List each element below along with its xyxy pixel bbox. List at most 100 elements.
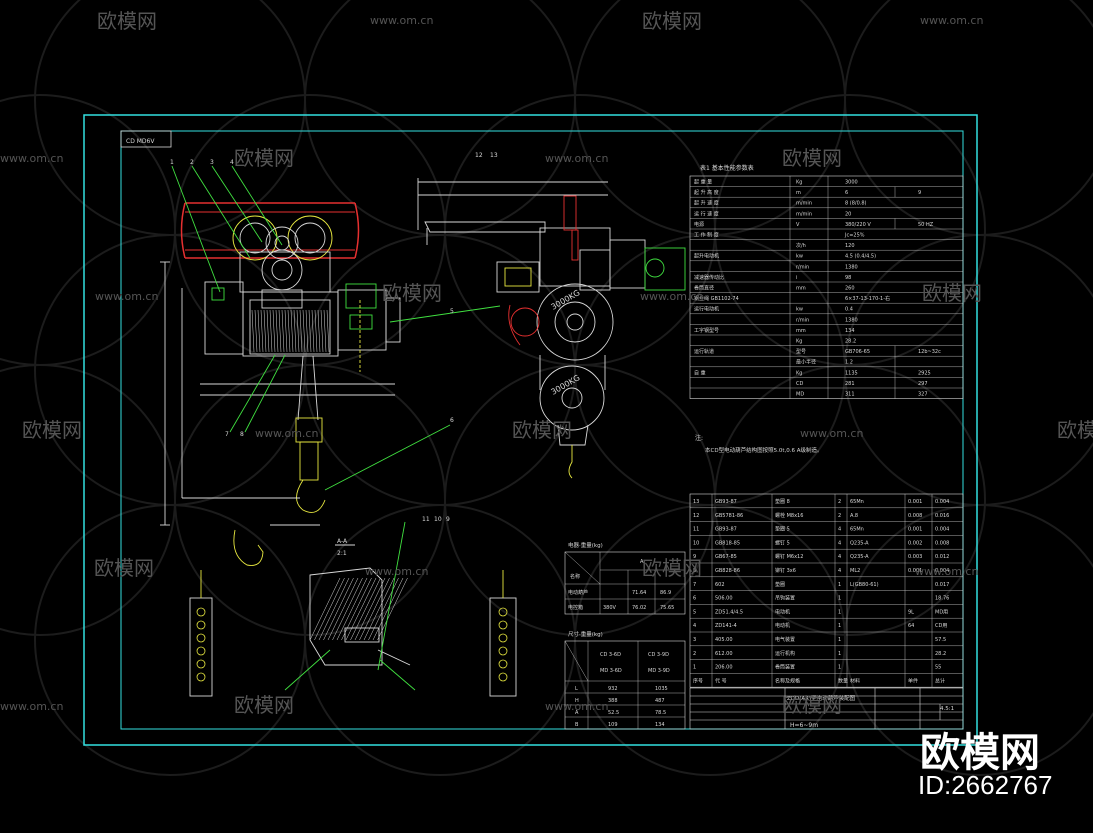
spec-row-value: 6×37-13-170-1-右 bbox=[845, 295, 890, 302]
parts-cell: GB93-87 bbox=[715, 499, 737, 505]
watermark-url: www.om.cn bbox=[915, 565, 978, 578]
parts-cell: 0.008 bbox=[935, 540, 949, 546]
parts-cell: 11 bbox=[693, 527, 699, 533]
spec-row-unit: Kg bbox=[796, 180, 802, 186]
parts-cell: A.8 bbox=[850, 513, 858, 519]
watermark-brand: 欧模网 bbox=[642, 556, 702, 580]
parts-cell: 206.00 bbox=[715, 665, 733, 671]
spec-row-unit: r/min bbox=[796, 264, 809, 270]
spec-row-unit: 最小半径 bbox=[796, 359, 816, 366]
spec-row-value: GB706-65 bbox=[845, 349, 870, 355]
part-number-label: 4 bbox=[230, 159, 234, 166]
watermark-texts: 欧模网欧模网欧模网欧模网欧模网欧模网欧模网欧模网欧模网欧模网欧模网欧模网欧模网w… bbox=[0, 9, 1093, 717]
spec-row-value: 120 bbox=[845, 243, 855, 249]
parts-cell: 螺钉 M6x12 bbox=[775, 553, 803, 560]
note-text: 本CD型电动葫芦结构图按照5.0t,0.6 A级制造。 bbox=[705, 446, 823, 454]
dim-row-value: 52.5 bbox=[608, 710, 619, 716]
watermark-brand: 欧模网 bbox=[94, 556, 154, 580]
parts-cell: 1 bbox=[693, 665, 696, 671]
part-number-label: 13 bbox=[490, 152, 498, 159]
parts-cell: 总计 bbox=[935, 677, 945, 684]
pendant-controls bbox=[189, 570, 517, 697]
weight-head: A bbox=[640, 559, 644, 565]
spec-row-value: 311 bbox=[845, 392, 855, 398]
parts-cell: ZD51.4/4.5 bbox=[715, 609, 743, 615]
spec-row-value-2: 12b~32c bbox=[918, 349, 941, 355]
sheet-scale: 4.5:1 bbox=[940, 706, 954, 712]
parts-cell: 13 bbox=[693, 499, 699, 505]
watermark-url: www.om.cn bbox=[640, 290, 703, 303]
spec-row-unit: mm bbox=[796, 286, 806, 292]
spec-row-value: 260 bbox=[845, 286, 855, 292]
spec-row-unit: m/min bbox=[796, 201, 812, 207]
parts-cell: 28.2 bbox=[935, 651, 946, 657]
spec-table-title: 表1 基本性能参数表 bbox=[700, 164, 754, 172]
weight-table-title: 电器·重量(kg) bbox=[568, 541, 603, 549]
spec-row-label: 起 重 量 bbox=[694, 179, 712, 186]
spec-row-unit: Kg bbox=[796, 339, 802, 345]
weight-row-value: 75.65 bbox=[660, 605, 674, 611]
watermark-brand: 欧模网 bbox=[1057, 418, 1093, 442]
part-number-label: 9 bbox=[446, 516, 450, 523]
spec-row-label: 减速器传动比 bbox=[694, 274, 724, 281]
spec-row-label: 运行轨道 bbox=[694, 348, 714, 355]
section-scale: 2:1 bbox=[337, 550, 347, 557]
parts-cell: 代 号 bbox=[715, 677, 727, 684]
parts-cell: 55 bbox=[935, 665, 941, 671]
parts-cell: ML2 bbox=[850, 568, 860, 574]
watermark-brand: 欧模网 bbox=[922, 281, 982, 305]
parts-cell: 垫圈 bbox=[775, 581, 785, 588]
side-view bbox=[417, 178, 686, 479]
spec-row-value: 134 bbox=[845, 328, 855, 334]
dim-row-label: B bbox=[575, 722, 579, 728]
weight-row-value: 86.9 bbox=[660, 590, 671, 596]
parts-cell: 1 bbox=[838, 665, 841, 671]
watermark-brand: 欧模网 bbox=[22, 418, 82, 442]
dim-row-label: A bbox=[575, 710, 579, 716]
part-number-label: 5 bbox=[450, 308, 454, 315]
spec-row-label: 起升电动机 bbox=[694, 253, 719, 260]
part-number-label: 6 bbox=[450, 417, 454, 424]
parts-cell: 螺栓 M8x16 bbox=[775, 512, 803, 519]
spec-row-value: Jc=25% bbox=[844, 233, 865, 239]
watermark-url: www.om.cn bbox=[545, 700, 608, 713]
parts-cell: 卷筒装置 bbox=[775, 664, 795, 671]
spec-row-value: 8 (8/0.8) bbox=[845, 201, 867, 207]
spec-row-value: 1380 bbox=[845, 264, 858, 270]
spec-row-value-2: 2925 bbox=[918, 370, 931, 376]
height-range: H=6~9m bbox=[790, 722, 818, 729]
dim-head: CD 3-6D bbox=[600, 652, 621, 658]
part-number-label: 2 bbox=[190, 159, 194, 166]
corner-label-box bbox=[120, 130, 172, 148]
parts-cell: GB93-87 bbox=[715, 527, 737, 533]
parts-cell: 0.001 bbox=[908, 527, 922, 533]
parts-cell: 螺钉 5 bbox=[775, 539, 790, 546]
watermark-url: www.om.cn bbox=[0, 700, 63, 713]
spec-row-value: 98 bbox=[845, 275, 851, 281]
watermark-brand: 欧模网 bbox=[234, 146, 294, 170]
dim-row-value: 1035 bbox=[655, 686, 668, 692]
spec-row-label: 起 升 速 度 bbox=[694, 200, 719, 207]
dim-head: MD 3-9D bbox=[648, 668, 670, 674]
watermark-brand: 欧模网 bbox=[382, 281, 442, 305]
dim-row-value: 109 bbox=[608, 722, 618, 728]
spec-row-unit: Kg bbox=[796, 370, 802, 376]
spec-row-unit: i bbox=[796, 275, 797, 281]
dim-row-value: 134 bbox=[655, 722, 665, 728]
spec-row-unit: mm bbox=[796, 328, 806, 334]
spec-row-unit: m bbox=[796, 190, 801, 196]
spec-row-label: 钢丝绳 GB1102-74 bbox=[694, 295, 739, 302]
watermark-url: www.om.cn bbox=[95, 290, 158, 303]
watermark-brand-large: 欧模网 bbox=[920, 730, 1040, 776]
spec-row-value: 6 bbox=[845, 190, 848, 196]
parts-cell: 电气装置 bbox=[775, 636, 795, 643]
dim-head: CD 3-9D bbox=[648, 652, 669, 658]
parts-cell: CD用 bbox=[935, 623, 947, 629]
spec-row-value: 281 bbox=[845, 381, 855, 387]
spec-row-label: 起 升 高 度 bbox=[694, 189, 719, 196]
section-label: A-A bbox=[337, 538, 348, 545]
